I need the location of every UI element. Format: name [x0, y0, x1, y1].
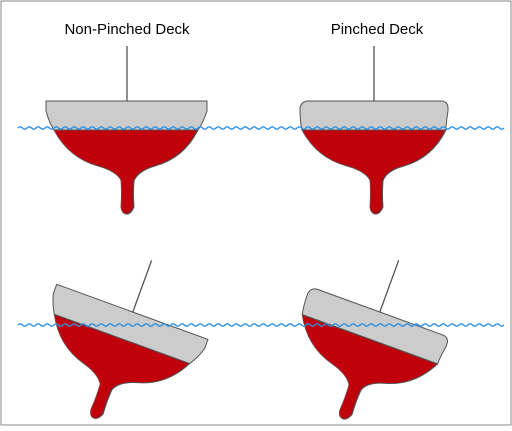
- boat-upright-pinched: [299, 45, 449, 215]
- boat-upright-non-pinched: [45, 45, 208, 215]
- boat-heeled-non-pinched: [17, 231, 228, 431]
- label-non-pinched-deck: Non-Pinched Deck: [64, 21, 190, 38]
- waterline-heeled: [17, 323, 505, 327]
- label-pinched-deck: Pinched Deck: [331, 21, 424, 38]
- waterline-upright: [17, 126, 505, 130]
- boat-heeled-pinched: [270, 234, 469, 431]
